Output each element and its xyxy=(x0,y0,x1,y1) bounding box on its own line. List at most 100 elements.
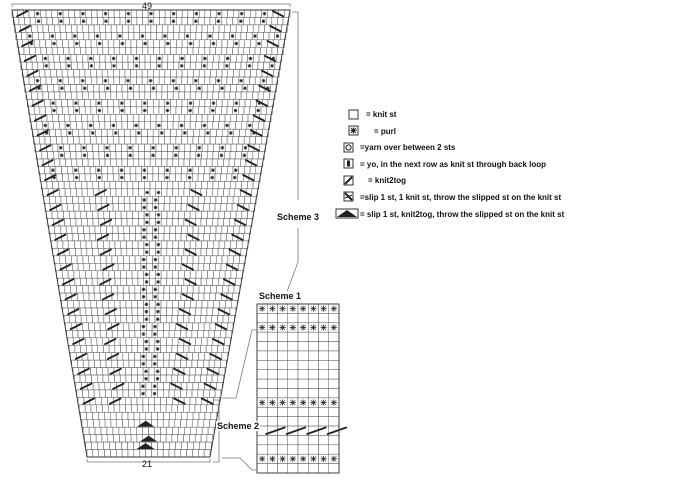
chart-cell xyxy=(76,91,83,100)
chart-cell xyxy=(110,151,117,160)
purl-stitch-icon xyxy=(266,86,270,91)
knit-two-together-icon xyxy=(67,308,80,316)
chart-cell xyxy=(105,61,112,70)
slip-knit-pass-icon xyxy=(266,39,279,48)
purl-stitch-icon xyxy=(136,131,141,135)
chart-cell xyxy=(209,419,216,428)
chart-cell xyxy=(31,91,38,100)
chart-cell xyxy=(181,106,188,115)
slip-knit-pass-icon xyxy=(173,397,186,405)
purl-stitch-icon xyxy=(111,123,116,128)
chart-cell xyxy=(184,61,191,70)
knit-two-together-icon xyxy=(109,367,122,375)
chart-cell xyxy=(84,166,91,175)
double-decrease-icon xyxy=(335,208,359,219)
chart-cell xyxy=(148,367,156,376)
chart-cell xyxy=(127,61,135,70)
legend-text: = yo, in the next row as knit st through… xyxy=(360,159,547,169)
chart-cell xyxy=(36,121,43,130)
chart-cell xyxy=(46,17,53,26)
chart-cell xyxy=(146,292,153,301)
chart-cell xyxy=(39,106,46,115)
chart-cell xyxy=(65,225,73,234)
chart-cell xyxy=(175,106,182,115)
chart-cell xyxy=(181,47,188,55)
chart-cell xyxy=(98,382,106,391)
chart-cell xyxy=(197,173,204,182)
purl-stitch-icon xyxy=(44,64,49,68)
chart-cell xyxy=(99,158,106,167)
chart-cell xyxy=(220,47,228,55)
chart-cell xyxy=(108,300,115,309)
chart-cell xyxy=(232,136,239,145)
symbol-legend: = knit st = purl =yarn over between 2 st… xyxy=(334,107,684,223)
purl-stitch-icon xyxy=(52,41,56,46)
scheme1-cell xyxy=(287,313,299,324)
chart-cell xyxy=(138,210,145,219)
chart-cell xyxy=(167,151,174,160)
scheme1-cell xyxy=(297,350,309,361)
chart-cell xyxy=(217,158,224,167)
chart-cell xyxy=(236,84,243,93)
chart-cell xyxy=(75,114,82,123)
chart-cell xyxy=(203,449,211,458)
chart-cell xyxy=(113,404,121,413)
chart-cell xyxy=(94,61,101,70)
chart-cell xyxy=(128,32,135,41)
chart-cell xyxy=(137,240,145,249)
purl-stitch-icon xyxy=(97,101,101,105)
chart-cell xyxy=(78,166,85,175)
chart-cell xyxy=(128,285,136,294)
chart-cell xyxy=(206,404,213,413)
chart-cell xyxy=(158,76,166,85)
chart-cell xyxy=(277,17,284,26)
chart-cell xyxy=(218,24,226,33)
chart-cell xyxy=(166,367,173,376)
chart-cell xyxy=(147,128,154,137)
chart-cell xyxy=(68,9,75,18)
chart-cell xyxy=(148,374,155,383)
chart-cell xyxy=(218,32,225,41)
chart-cell xyxy=(101,166,108,175)
chart-cell xyxy=(85,39,92,48)
chart-cell xyxy=(172,121,180,130)
chart-cell xyxy=(230,24,237,33)
chart-cell xyxy=(52,181,59,190)
chart-cell xyxy=(164,47,171,55)
chart-cell xyxy=(164,69,171,78)
chart-cell xyxy=(215,136,222,145)
chart-cell xyxy=(71,24,78,33)
chart-cell xyxy=(95,434,103,443)
purl-stitch-icon xyxy=(234,41,239,46)
chart-cell xyxy=(239,255,246,264)
chart-cell xyxy=(209,76,216,85)
chart-cell xyxy=(212,277,219,286)
chart-cell xyxy=(124,203,131,212)
slip-knit-pass-icon xyxy=(178,337,192,346)
chart-cell xyxy=(146,263,153,271)
scheme1-cell xyxy=(318,378,329,389)
chart-row xyxy=(25,91,276,100)
chart-cell xyxy=(68,76,75,85)
chart-cell xyxy=(123,359,130,368)
chart-cell xyxy=(90,106,97,115)
chart-cell xyxy=(37,24,44,33)
scheme1-cell xyxy=(267,331,278,342)
chart-cell xyxy=(221,39,228,48)
chart-cell xyxy=(210,69,217,78)
slip-knit-pass-icon xyxy=(176,352,189,360)
chart-cell xyxy=(137,277,144,286)
knit-two-together-icon xyxy=(61,278,75,286)
chart-cell xyxy=(40,76,47,85)
chart-cell xyxy=(172,248,179,257)
purl-stitch-icon xyxy=(211,41,216,46)
chart-cell xyxy=(175,412,182,420)
chart-cell xyxy=(124,426,132,435)
chart-row xyxy=(57,277,242,286)
purl-stitch-icon xyxy=(220,145,225,150)
chart-cell xyxy=(61,99,68,108)
chart-cell xyxy=(195,240,202,249)
chart-cell xyxy=(86,345,93,353)
chart-cell xyxy=(100,196,108,204)
scheme1-cell xyxy=(287,463,299,474)
